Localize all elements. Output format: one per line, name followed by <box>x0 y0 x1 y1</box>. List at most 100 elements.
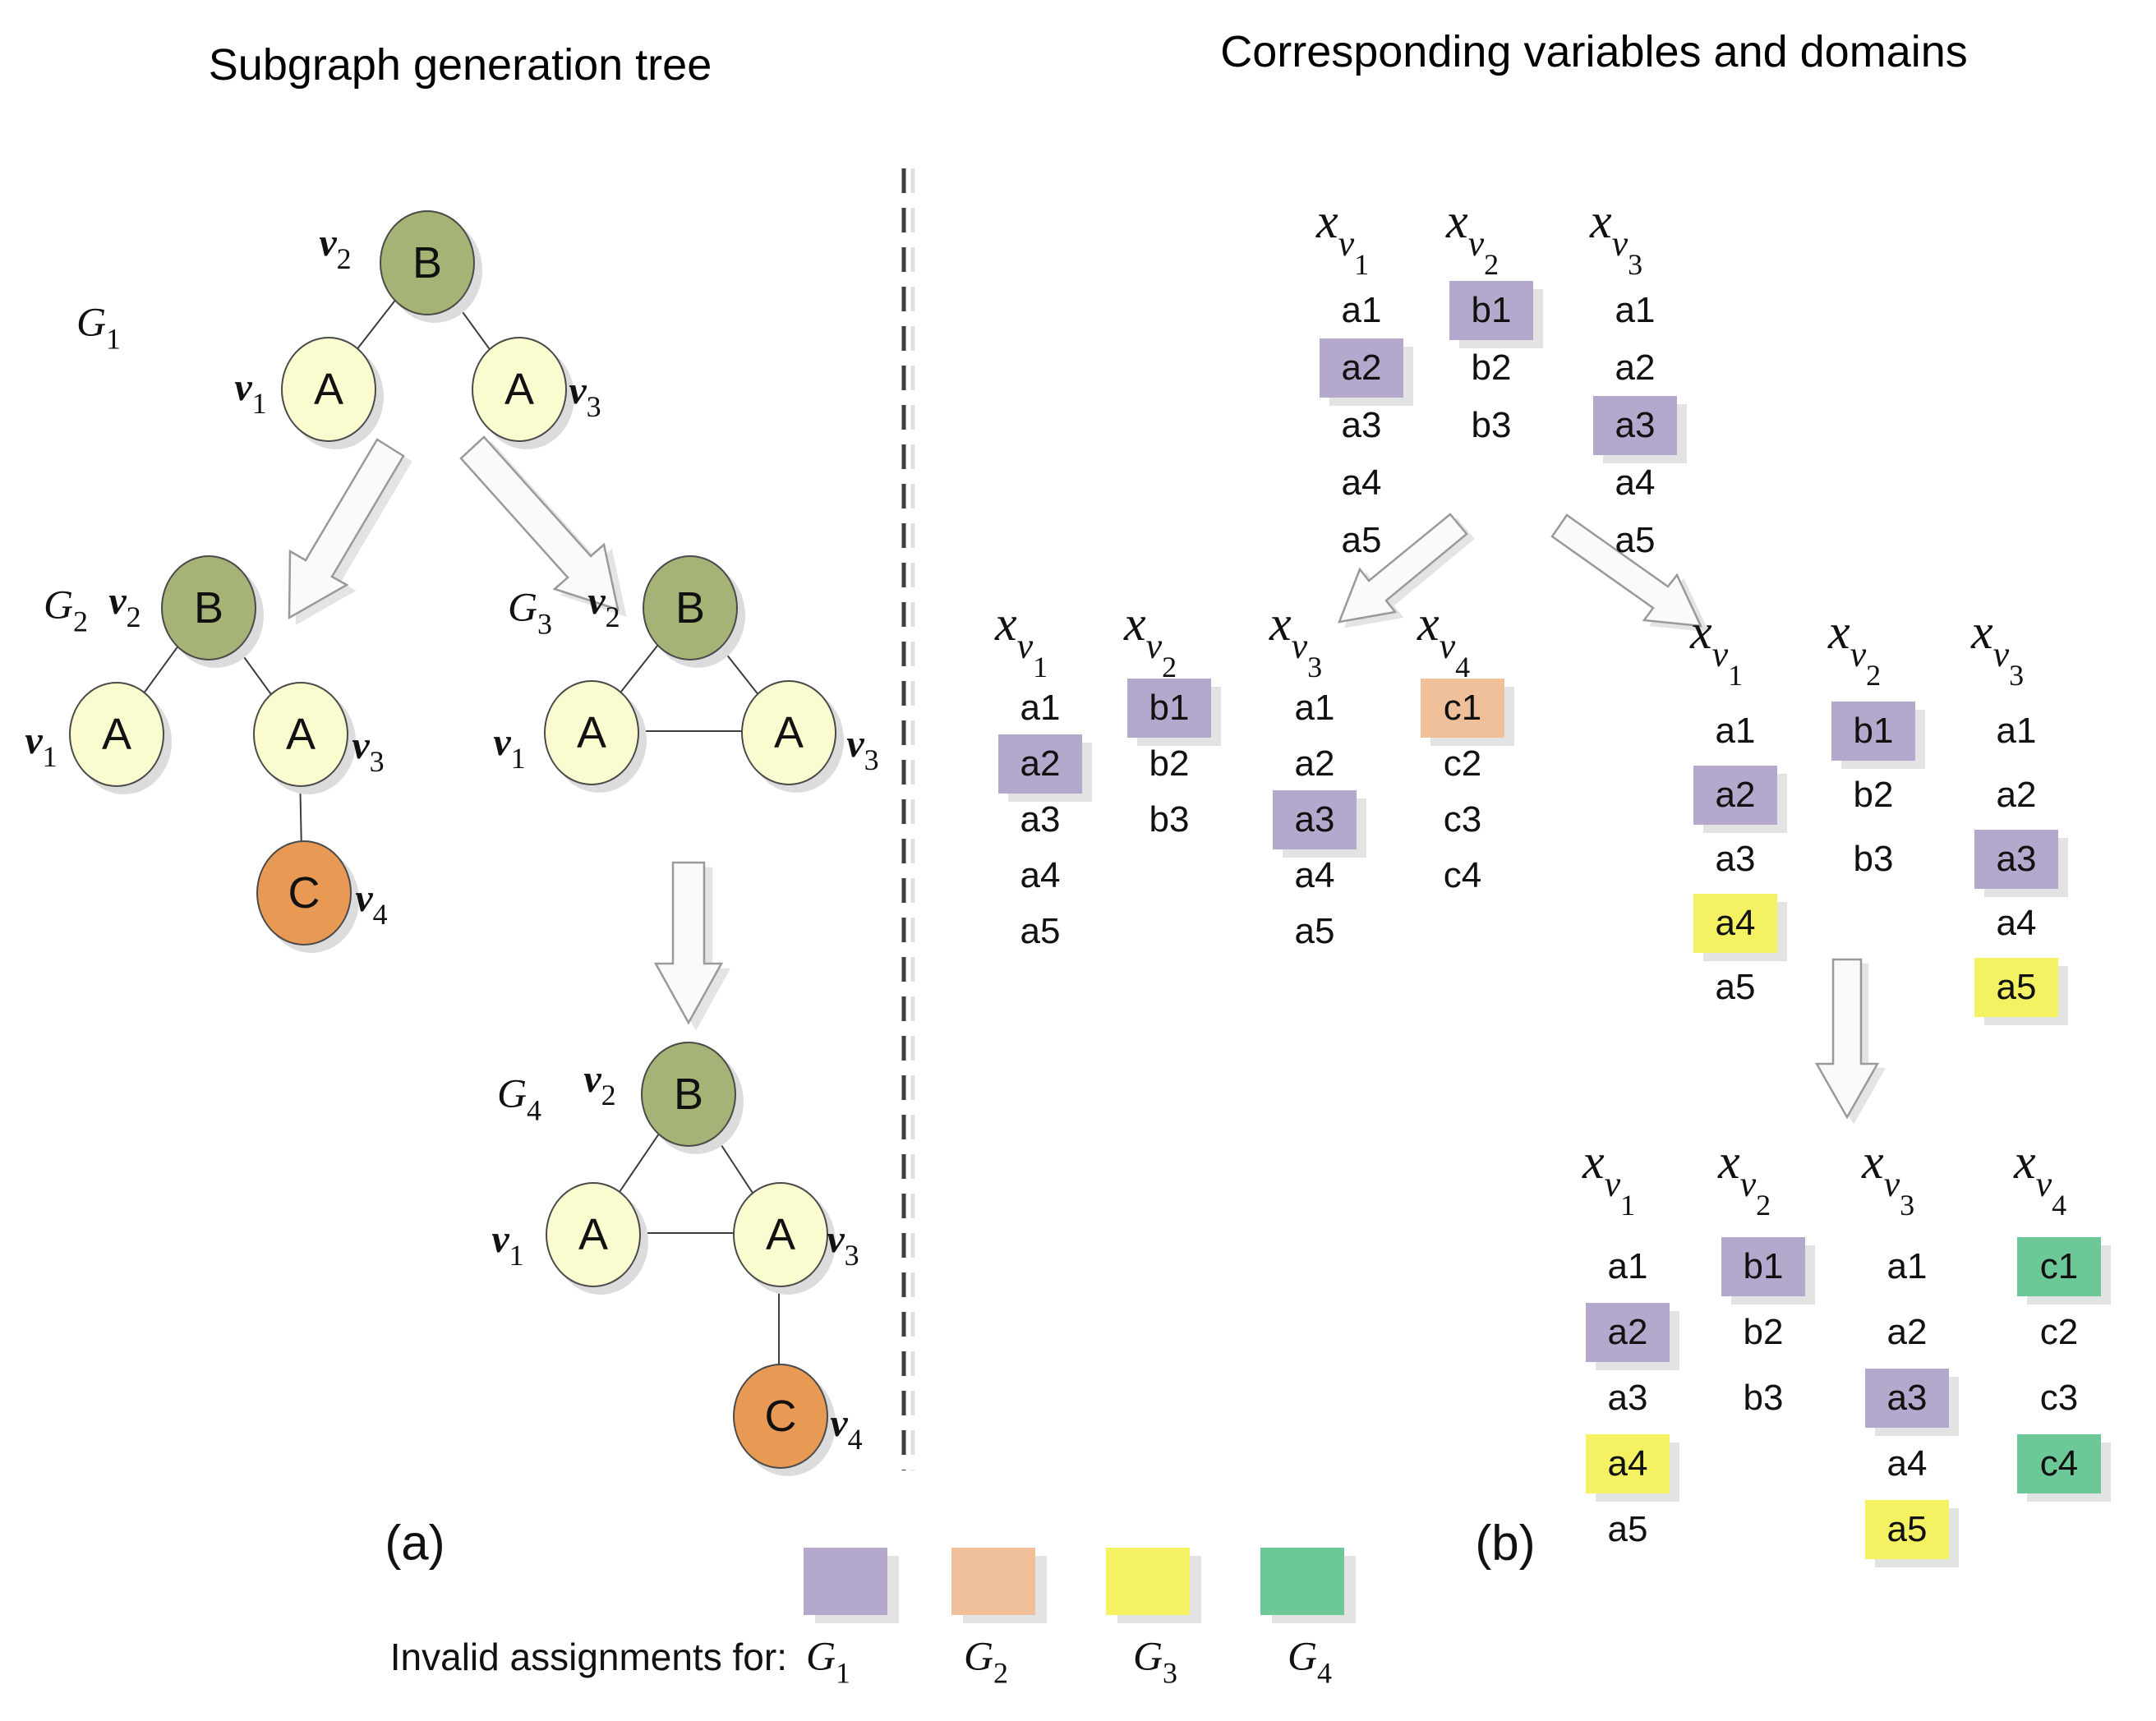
vertex-label-g2-v2: v2 <box>108 578 141 634</box>
domain-value: a2 <box>1693 766 1777 825</box>
domain-value: c2 <box>2039 1312 2079 1352</box>
domain-column: b1 b2 b3 <box>1112 679 1227 848</box>
v-base: v <box>355 876 373 920</box>
domain-value: a1 <box>1607 1246 1648 1286</box>
node-letter: C <box>288 868 320 918</box>
graph-edges <box>114 260 788 1415</box>
vertex-label-g1-v2: v2 <box>319 220 351 276</box>
node-g2-v3: A <box>253 682 348 787</box>
v-base: v <box>583 1056 601 1101</box>
v-base: v <box>352 723 370 767</box>
panel-label-b: (b) <box>1475 1515 1536 1571</box>
domain-column: b1 b2 b3 <box>1706 1234 1821 1431</box>
var-header-d2-v3: xv3 <box>1269 596 1322 684</box>
g-base: G <box>963 1632 994 1679</box>
domain-value: a4 <box>1996 903 2037 943</box>
hdr-x: x <box>1828 605 1850 659</box>
v-sub: 2 <box>605 601 620 634</box>
node-g3-v1: A <box>544 680 639 785</box>
domain-value: a3 <box>1865 1369 1949 1428</box>
domain-value: b2 <box>1149 743 1190 784</box>
domain-value: a5 <box>1715 967 1756 1007</box>
hdr-x: x <box>2014 1134 2036 1189</box>
domain-value: a3 <box>1020 799 1061 840</box>
domain-value: a5 <box>1020 911 1061 951</box>
hdr-n: 2 <box>1484 248 1500 281</box>
hdr-v: v <box>1883 1164 1900 1204</box>
domain-value: a1 <box>1341 290 1382 330</box>
right-panel-title: Corresponding variables and domains <box>1220 27 1968 76</box>
panel-label-a: (a) <box>385 1515 445 1571</box>
g-base: G <box>507 583 538 630</box>
node-letter: B <box>675 583 706 633</box>
graph-label-g3: G3 <box>508 582 552 641</box>
domain-value: c4 <box>2017 1434 2101 1493</box>
var-header-d2-v2: xv2 <box>1124 596 1177 684</box>
var-header-d3-v3: xv3 <box>1971 604 2024 693</box>
domain-column: c1 c2 c3 c4 <box>1405 679 1520 904</box>
hdr-v: v <box>1145 626 1163 666</box>
vertex-label-g2-v1: v1 <box>25 718 57 774</box>
domain-column: a1 a2 a3 a4 a5 <box>983 680 1098 959</box>
domain-value: b3 <box>1471 405 1512 445</box>
g-sub: 1 <box>836 1656 851 1690</box>
domain-column: a1 a2 a3 a4 a5 <box>1257 680 1372 959</box>
node-letter: A <box>576 708 607 757</box>
hdr-n: 2 <box>1866 659 1882 692</box>
domain-value: b3 <box>1853 839 1894 879</box>
var-header-d3-v2: xv2 <box>1828 604 1881 693</box>
legend-label-g1: G1 <box>806 1631 850 1690</box>
hdr-v: v <box>2035 1164 2052 1204</box>
hdr-n: 1 <box>1033 651 1048 683</box>
domain-value: a4 <box>1020 855 1061 895</box>
node-letter: A <box>765 1210 796 1259</box>
domain-column: a1 a2 a3 a4 a5 <box>1678 699 1793 1019</box>
node-letter: C <box>764 1392 797 1441</box>
domain-value: a4 <box>1294 855 1335 895</box>
hdr-v: v <box>1711 634 1729 674</box>
hdr-x: x <box>1971 605 1993 659</box>
graph-label-g1: G1 <box>76 297 121 356</box>
legend-label-g4: G4 <box>1288 1631 1332 1690</box>
hdr-v: v <box>1016 626 1034 666</box>
domain-value: a1 <box>1715 711 1756 751</box>
node-letter: A <box>285 710 316 759</box>
hdr-n: 3 <box>2009 659 2025 692</box>
vertex-label-g4-v2: v2 <box>583 1056 615 1112</box>
hdr-n: 2 <box>1756 1189 1771 1222</box>
hdr-x: x <box>1417 596 1440 651</box>
left-panel-title: Subgraph generation tree <box>208 40 712 90</box>
g-base: G <box>1132 1632 1163 1679</box>
node-g1-v2: B <box>380 210 475 315</box>
hdr-n: 1 <box>1728 659 1744 692</box>
v-base: v <box>587 578 606 623</box>
v-sub: 4 <box>847 1423 863 1456</box>
hdr-v: v <box>1992 634 2010 674</box>
g-base: G <box>496 1070 527 1116</box>
v-sub: 1 <box>509 1239 524 1272</box>
domain-column: a1 a2 a3 a4 a5 <box>1304 282 1419 569</box>
hdr-n: 3 <box>1628 248 1643 281</box>
v-sub: 2 <box>601 1079 616 1112</box>
g-base: G <box>76 298 107 345</box>
domain-value: c3 <box>2039 1378 2079 1418</box>
v-sub: 3 <box>586 390 601 424</box>
domain-value: a3 <box>1593 396 1677 455</box>
node-g2-v2: B <box>161 555 256 660</box>
domain-column: b1 b2 b3 <box>1434 281 1549 454</box>
domain-value: b2 <box>1853 775 1894 815</box>
domain-value: a4 <box>1693 894 1777 953</box>
domain-value: a4 <box>1341 462 1382 503</box>
graph-label-g2: G2 <box>44 580 88 638</box>
hdr-n: 4 <box>1455 651 1471 683</box>
domain-value: b2 <box>1471 347 1512 388</box>
hdr-n: 2 <box>1162 651 1177 683</box>
v-base: v <box>25 718 43 762</box>
node-g3-v2: B <box>643 555 738 660</box>
arrow-g1-to-g2 <box>288 438 405 620</box>
domain-value: a3 <box>1607 1378 1648 1418</box>
g-base: G <box>43 581 74 628</box>
domain-value: a3 <box>1715 839 1756 879</box>
domain-value: b2 <box>1743 1312 1784 1352</box>
